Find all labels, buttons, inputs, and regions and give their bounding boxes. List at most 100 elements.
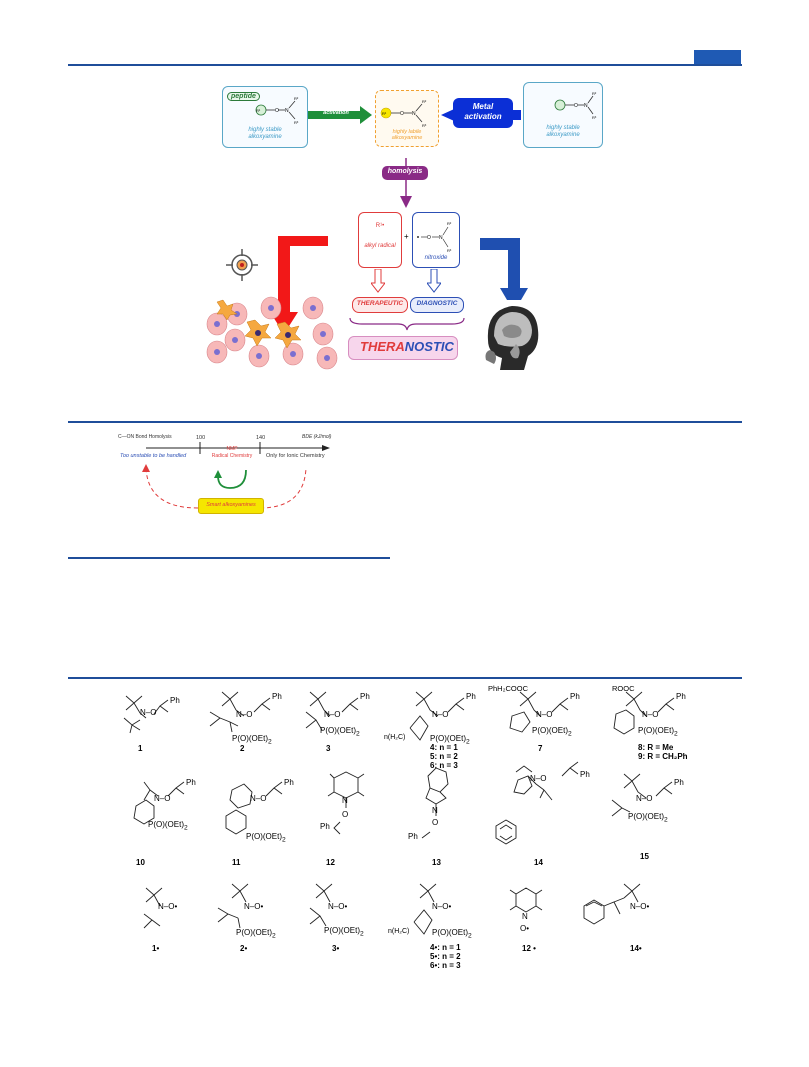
label-4-h2c: n(H₂C)	[384, 734, 406, 741]
compound-label-5r: 5•: n = 2	[430, 952, 461, 961]
svg-text:R²: R²	[592, 91, 597, 96]
therapeutic-pill	[352, 297, 408, 313]
label-4-po-text: P(O)(OEt)	[430, 734, 466, 743]
label-7-no: N–O	[536, 710, 553, 719]
stable-alkoxyamine-left-box: peptide O N R¹ R² R³ highly stable alkox…	[222, 86, 308, 148]
label-15-po-sub: 2	[664, 816, 668, 824]
label-3r-po-text: P(O)(OEt)	[324, 926, 360, 935]
svg-text:R¹: R¹	[382, 111, 387, 116]
label-4r-po-sub: 2	[468, 932, 472, 940]
label-7-ph: Ph	[570, 692, 580, 701]
label-2-no: N–O	[236, 710, 253, 719]
label-4r-po: P(O)(OEt)2	[432, 928, 472, 940]
compound-label-4r: 4•: n = 1	[430, 943, 461, 952]
plus-sign: +	[404, 232, 409, 241]
label-7-po: P(O)(OEt)2	[532, 726, 572, 738]
homolysis-label: homolysis	[387, 168, 423, 175]
svg-text:N: N	[412, 111, 416, 117]
compound-label-2: 2	[240, 744, 245, 753]
peptide-tag: peptide	[227, 92, 260, 101]
nostic-part: NOSTIC	[404, 339, 454, 354]
label-1-no: N–O	[140, 708, 157, 717]
svg-text:R³: R³	[592, 115, 597, 120]
svg-text:O: O	[275, 108, 279, 114]
target-icon	[226, 249, 258, 281]
compound-label-5: 5: n = 2	[430, 752, 458, 761]
label-13-n: N	[432, 806, 438, 815]
label-8-po-text: P(O)(OEt)	[638, 726, 674, 735]
label-10-po-text: P(O)(OEt)	[148, 820, 184, 829]
label-3-po: P(O)(OEt)2	[320, 726, 360, 738]
compound-label-12: 12	[326, 858, 335, 867]
bde-axis	[146, 442, 330, 454]
alkoxyamine-structure-right: O N R² R³	[554, 91, 597, 120]
nmp-label-line1: NMP	[226, 446, 238, 452]
label-2-po-sub: 2	[268, 738, 272, 746]
therapeutic-down-arrow	[371, 269, 385, 293]
compound-label-3r: 3•	[332, 944, 340, 953]
compound-label-15: 15	[640, 852, 649, 861]
svg-text:R³: R³	[422, 123, 427, 128]
diagnostic-label: DIAGNOSTIC	[416, 300, 458, 307]
stable-label-right: highly stable alkoxyamine	[546, 125, 580, 138]
nmp-label-line2: Radical Chemistry	[211, 453, 253, 459]
nitroxide-box: O N R² R³ nitroxide	[412, 212, 460, 268]
green-cycle-arrow	[214, 469, 247, 489]
label-8-po: P(O)(OEt)2	[638, 726, 678, 738]
svg-text:N: N	[584, 103, 588, 109]
section-rule-3	[68, 557, 390, 559]
therapeutic-label: THERAPEUTIC	[356, 300, 404, 307]
label-10-po: P(O)(OEt)2	[148, 820, 188, 832]
label-4-no: N–O	[432, 710, 449, 719]
label-11-no: N–O	[250, 794, 267, 803]
label-1r-no: N–O•	[158, 902, 178, 911]
nitroxide-structure: O N R² R³	[417, 221, 452, 253]
compound-label-11: 11	[232, 858, 241, 867]
homolysis-box	[382, 166, 428, 180]
label-11-po-sub: 2	[282, 836, 286, 844]
nitroxide-label: nitroxide	[424, 255, 448, 261]
label-13-o: O	[432, 818, 439, 827]
smart-alkoxyamines-label: Smart alkoxyamines	[206, 502, 256, 508]
label-8-po-sub: 2	[674, 730, 678, 738]
enzymatic-arrow	[308, 106, 372, 124]
enzymatic-label: enzymatic activation	[322, 104, 350, 116]
svg-text:N: N	[439, 235, 443, 241]
label-10-no: N–O	[154, 794, 171, 803]
theranostic-label: THERANOSTIC	[360, 339, 454, 354]
label-7-po-sub: 2	[568, 730, 572, 738]
label-3-po-text: P(O)(OEt)	[320, 726, 356, 735]
compound-label-14r: 14•	[630, 944, 642, 953]
compound-label-9: 9: R = CH₂Ph	[638, 752, 688, 761]
svg-text:O: O	[574, 103, 578, 109]
label-15-po: P(O)(OEt)2	[628, 812, 668, 824]
smart-dashed-arcs	[142, 464, 307, 509]
stable-alkoxyamine-right-box: O N R² R³ highly stable alkoxyamine	[523, 82, 603, 148]
label-4-ph: Ph	[466, 692, 476, 701]
label-11-po-text: P(O)(OEt)	[246, 832, 282, 841]
compound-label-1: 1	[138, 744, 143, 753]
compound-label-7: 7	[538, 744, 543, 753]
label-10-ph: Ph	[186, 778, 196, 787]
label-7-po-text: P(O)(OEt)	[532, 726, 568, 735]
label-12-ph: Ph	[320, 822, 330, 831]
compound-label-6r: 6•: n = 3	[430, 961, 461, 970]
section-rule-4	[68, 677, 742, 679]
label-12-o: O	[342, 810, 349, 819]
label-4-po: P(O)(OEt)2	[430, 734, 470, 746]
radical-symbol: R¹•	[375, 223, 385, 229]
label-11-po: P(O)(OEt)2	[246, 832, 286, 844]
label-4r-po-text: P(O)(OEt)	[432, 928, 468, 937]
label-2r-no: N–O•	[244, 902, 264, 911]
diagnostic-pill	[410, 297, 464, 313]
label-2r-po: P(O)(OEt)2	[236, 928, 276, 940]
compound-label-13: 13	[432, 858, 441, 867]
labile-alkoxyamine-box: O N R¹ R² R³ highly labile alkoxyamine	[375, 90, 439, 147]
label-2r-po-text: P(O)(OEt)	[236, 928, 272, 937]
thera-part: THERA	[360, 339, 405, 354]
compound-label-14: 14	[534, 858, 543, 867]
labile-label: highly labile alkoxyamine	[391, 129, 423, 141]
label-3r-no: N–O•	[328, 902, 348, 911]
label-15-ph: Ph	[674, 778, 684, 787]
